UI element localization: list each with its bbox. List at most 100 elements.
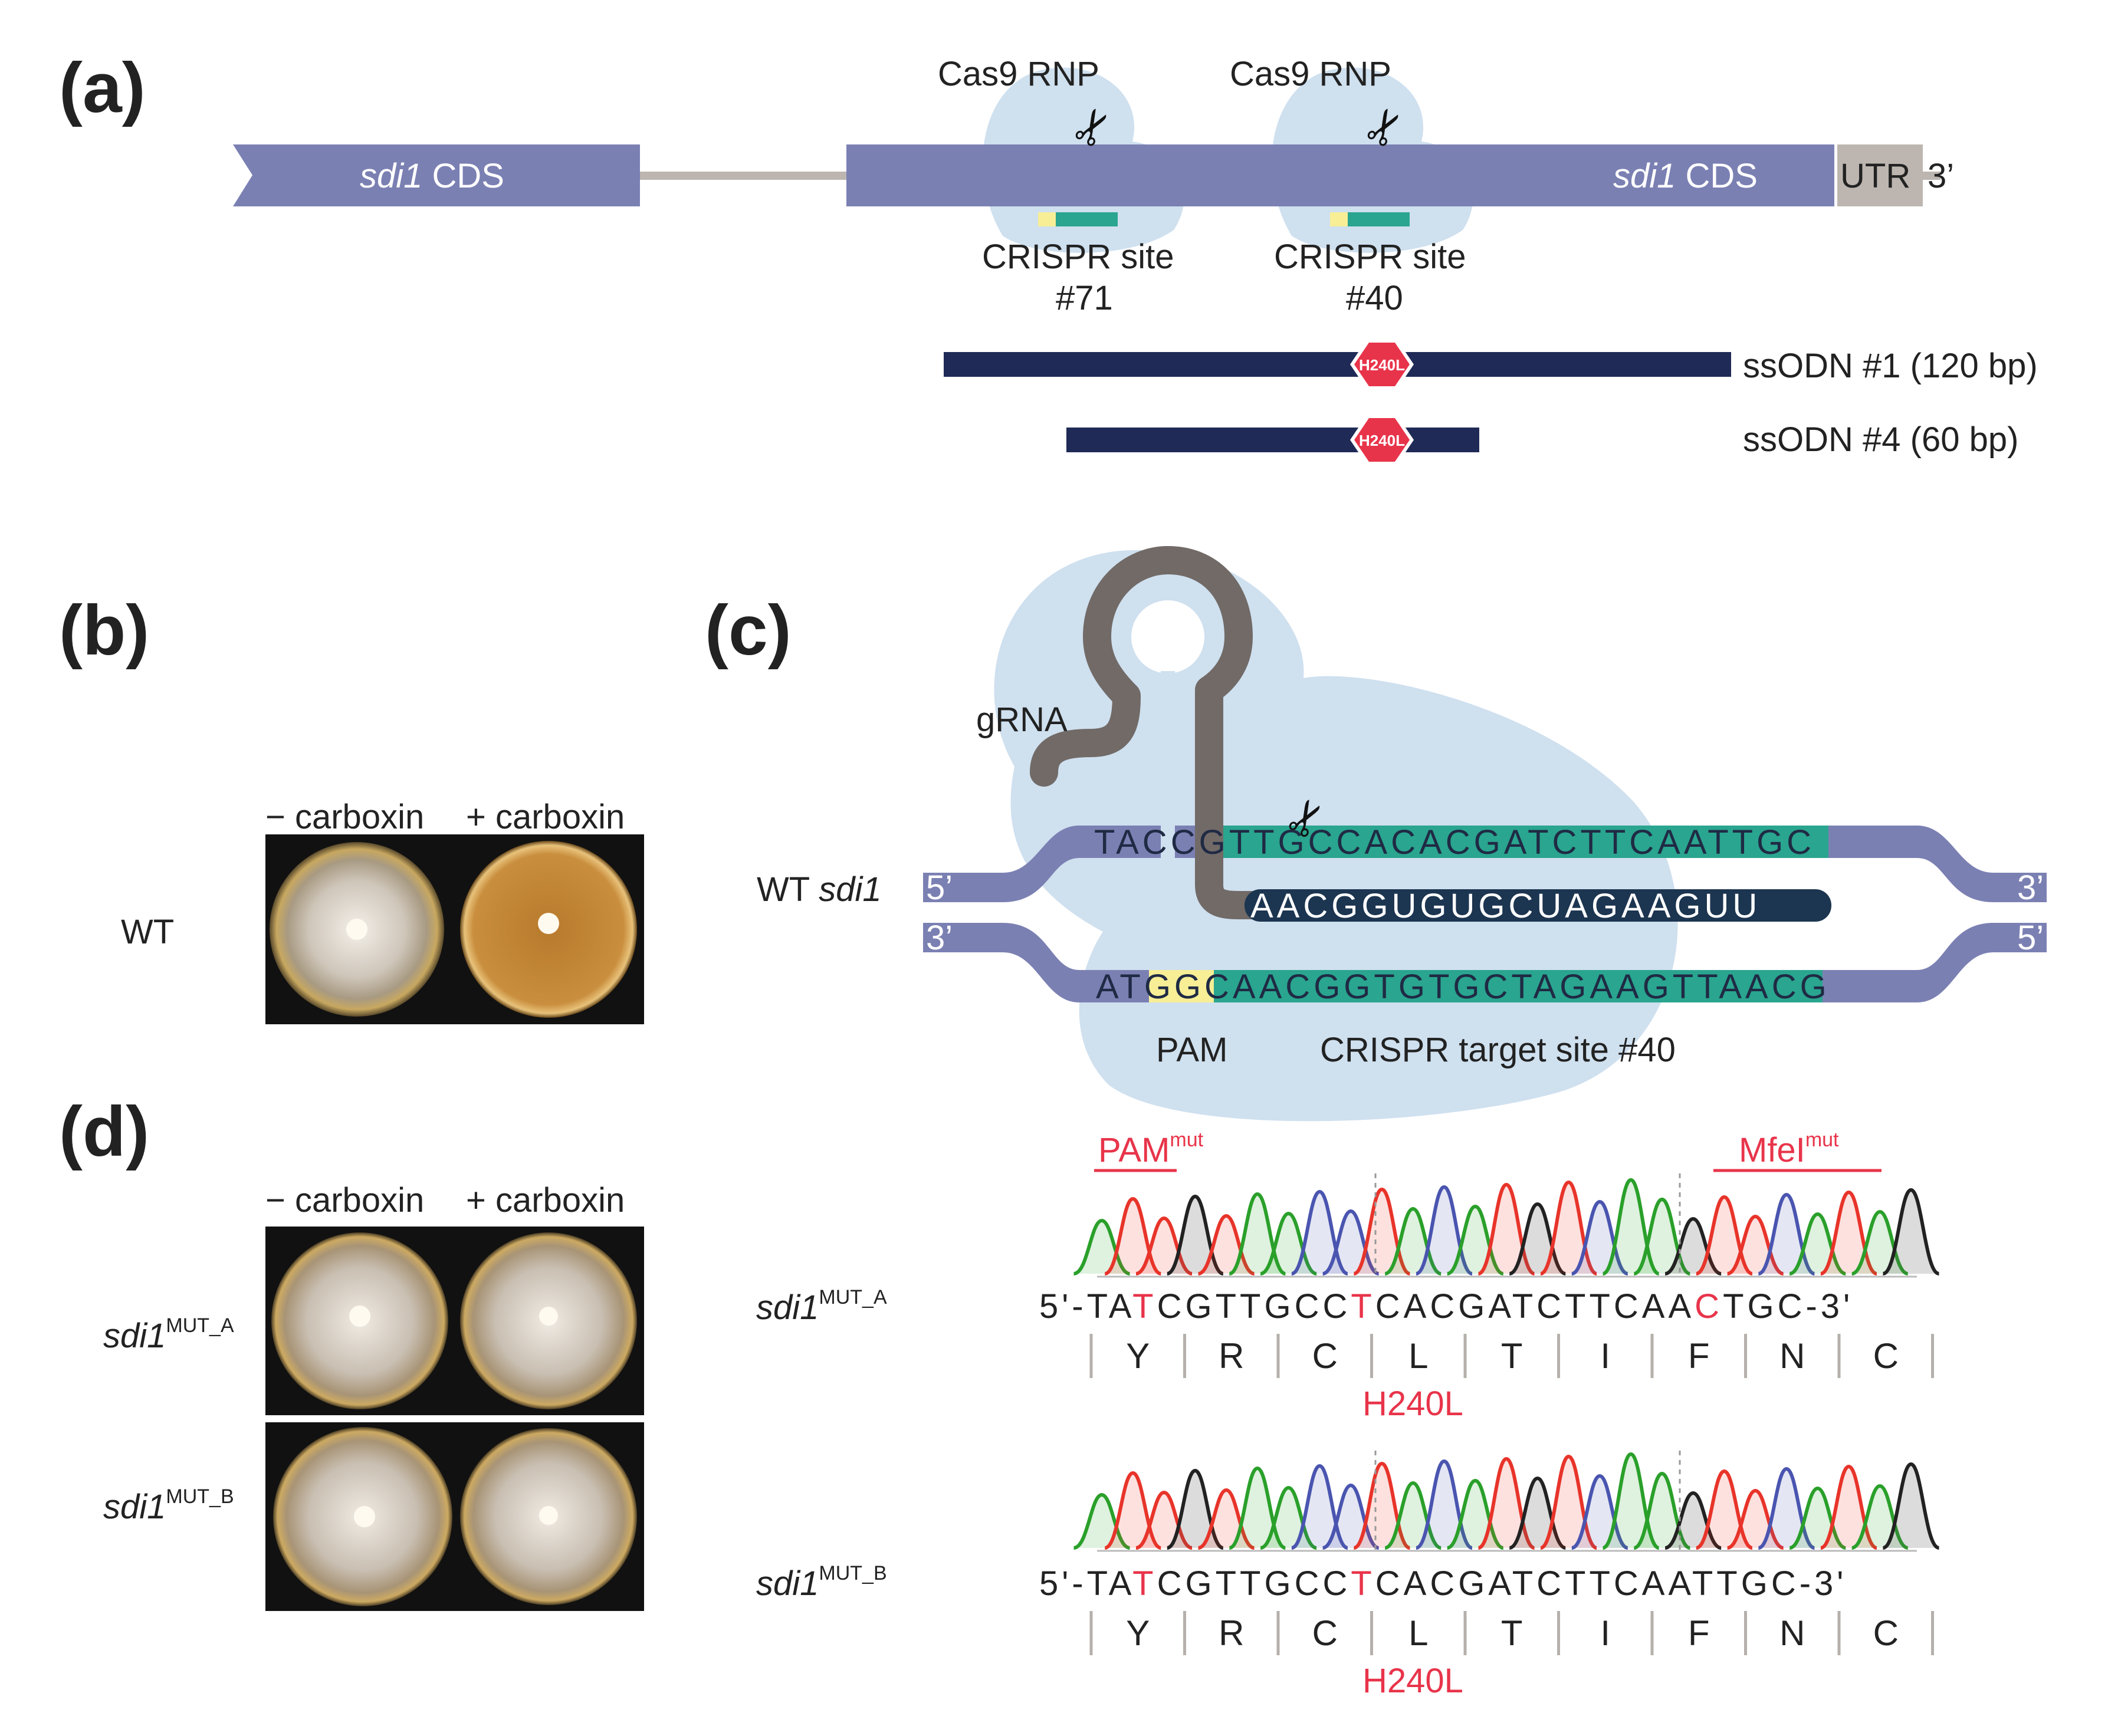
amino-acid-5: I xyxy=(1600,1336,1610,1376)
trace-a-label: sdi1MUT_A xyxy=(756,1286,887,1327)
ssodn4-bar xyxy=(1066,428,1479,452)
trace-b-seq-1: T xyxy=(1132,1564,1157,1603)
trace-a-seq-0: 5'-TA xyxy=(1039,1287,1132,1326)
mfei-mut-sup: mut xyxy=(1805,1129,1839,1151)
guide-rna-seq: AACGGUGUGCUAGAAGUU xyxy=(1250,887,1761,925)
sequencing-panel: PAMmut MfeImut sdi1MUT_A 5'-TATCGTTGCCTC… xyxy=(756,1129,1940,1700)
mutation-badge-4-text: H240L xyxy=(1359,432,1405,449)
trace-a-seq-5: C xyxy=(1695,1287,1723,1326)
bottom-strand-mid: AACGGTGTGCTAGAAGTTA xyxy=(1233,968,1745,1006)
crispr-71-line1: CRISPR site xyxy=(982,238,1174,276)
crispr-marker-40 xyxy=(1348,212,1410,226)
d-plate-a-minus-plug xyxy=(349,1306,370,1327)
grna-label: gRNA xyxy=(976,701,1068,739)
wt-label-gene: sdi1 xyxy=(819,870,881,909)
amino-acid-3: L xyxy=(1408,1336,1428,1376)
d-plate-a-plus-plug xyxy=(539,1307,558,1326)
bottom-strand-pam: GGC xyxy=(1144,968,1233,1006)
panel-label-d: (d) xyxy=(59,1092,149,1171)
chromatogram-peak xyxy=(1882,1462,1940,1550)
target-highlight-top xyxy=(1209,826,1828,858)
trace-a-seq-4: CACGATCTTCAA xyxy=(1375,1287,1695,1326)
chromatogram-a xyxy=(1073,1178,1940,1275)
grna-stem-gap xyxy=(1161,671,1175,860)
trace-a-seq-1: T xyxy=(1132,1287,1157,1326)
trace-b-mutation: H240L xyxy=(1362,1662,1463,1700)
cds-label-2: sdi1 CDS xyxy=(1613,157,1758,195)
b-plate-wt-plus-plug xyxy=(538,913,559,934)
amino-acid-8: C xyxy=(1873,1336,1899,1376)
utr-3prime: 3’ xyxy=(1928,157,1954,195)
crispr-marker-71 xyxy=(1056,212,1118,226)
top-5prime: 5’ xyxy=(926,869,953,907)
panel-label-c: (c) xyxy=(705,591,792,670)
panel-label-b: (b) xyxy=(59,591,149,670)
trace-a-gene: sdi1 xyxy=(756,1288,819,1327)
wt-label-prefix: WT xyxy=(757,870,819,909)
pam-label: PAM xyxy=(1156,1031,1227,1069)
panel-label-a: (a) xyxy=(59,48,146,127)
d-row-a-gene: sdi1 xyxy=(103,1317,166,1355)
cds-label-2-suffix: CDS xyxy=(1676,157,1758,195)
cds-label-1-gene: sdi1 xyxy=(360,157,422,195)
d-row-a: sdi1MUT_A xyxy=(103,1314,234,1355)
guide-rna-bar xyxy=(1245,889,1831,922)
utr-label: UTR xyxy=(1840,157,1910,195)
chromatogram-peak xyxy=(1882,1188,1940,1275)
panel-c: gRNA ✂ TACCGTTGCCACACGATCTTCAATTGC AACGG… xyxy=(757,546,2047,1122)
panel-a: sdi1 CDS sdi1 CDS UTR 3’ Cas9 RNP Cas9 R… xyxy=(233,55,2038,465)
target-highlight-bottom xyxy=(1214,970,1823,1002)
cds-exon-2 xyxy=(846,144,1834,206)
ssodn4-label: ssODN #4 (60 bp) xyxy=(1743,420,2018,459)
trace-b-sup: MUT_B xyxy=(819,1562,886,1584)
d-col-plus: + carboxin xyxy=(466,1181,625,1219)
pam-mut-label: PAMmut xyxy=(1098,1129,1204,1169)
top-strand-left: TACCG xyxy=(1094,823,1229,862)
cds-label-1: sdi1 CDS xyxy=(360,157,504,195)
top-strand-seq: TACCGTTGCCACACGATCTTCAATTGC xyxy=(1094,823,1815,862)
trace-b-label: sdi1MUT_B xyxy=(756,1562,887,1603)
cds-label-2-gene: sdi1 xyxy=(1613,157,1676,195)
ssodn1-label: ssODN #1 (120 bp) xyxy=(1743,347,2038,385)
trace-a-sup: MUT_A xyxy=(819,1286,887,1308)
b-col-minus: − carboxin xyxy=(265,798,424,836)
trace-b-seq: 5'-TATCGTTGCCTCACGATCTTCAATTGC-3' xyxy=(1039,1564,1847,1603)
crispr-40-line1: CRISPR site xyxy=(1274,238,1466,276)
chromatogram-b xyxy=(1073,1452,1940,1550)
trace-a-seq-2: CGTTGCC xyxy=(1157,1287,1351,1326)
top-strand-right: TGC xyxy=(1732,823,1815,862)
ssodn1-bar xyxy=(944,352,1731,377)
amino-acid-4: T xyxy=(1501,1336,1523,1376)
mutation-badge-1-text: H240L xyxy=(1359,356,1405,374)
grna-hairpin xyxy=(1030,546,1270,919)
amino-acid-4: T xyxy=(1501,1613,1523,1653)
mfei-mut-label: MfeImut xyxy=(1739,1129,1839,1169)
trace-b-seq-0: 5'-TA xyxy=(1039,1564,1132,1603)
d-col-minus: − carboxin xyxy=(265,1181,424,1219)
pam-mut-sup: mut xyxy=(1170,1129,1203,1151)
bottom-3prime: 3’ xyxy=(926,919,953,957)
pam-marker-71 xyxy=(1038,212,1056,226)
d-plate-b-minus-plug xyxy=(354,1506,375,1527)
bottom-5prime: 5’ xyxy=(2017,919,2044,957)
crispr-40-line2: #40 xyxy=(1346,279,1403,317)
trace-a-seq-6: TGC-3' xyxy=(1723,1287,1853,1326)
d-row-b-gene: sdi1 xyxy=(103,1488,166,1526)
b-row-wt: WT xyxy=(121,913,174,951)
bottom-strand-left: AT xyxy=(1096,968,1144,1006)
pam-highlight xyxy=(1149,970,1214,1002)
trace-b-seq-3: T xyxy=(1351,1564,1375,1603)
mfei-mut-text: MfeI xyxy=(1739,1131,1805,1169)
top-3prime: 3’ xyxy=(2017,869,2044,907)
pam-marker-40 xyxy=(1330,212,1348,226)
amino-acid-0: Y xyxy=(1126,1336,1150,1376)
d-row-b-sup: MUT_B xyxy=(166,1485,234,1508)
trace-b-seq-2: CGTTGCC xyxy=(1157,1564,1351,1603)
trace-a-mutation: H240L xyxy=(1362,1385,1463,1423)
amino-acid-2: C xyxy=(1312,1613,1338,1653)
b-col-plus: + carboxin xyxy=(466,798,625,836)
amino-acid-3: L xyxy=(1408,1613,1428,1653)
cds-label-1-suffix: CDS xyxy=(422,157,504,195)
